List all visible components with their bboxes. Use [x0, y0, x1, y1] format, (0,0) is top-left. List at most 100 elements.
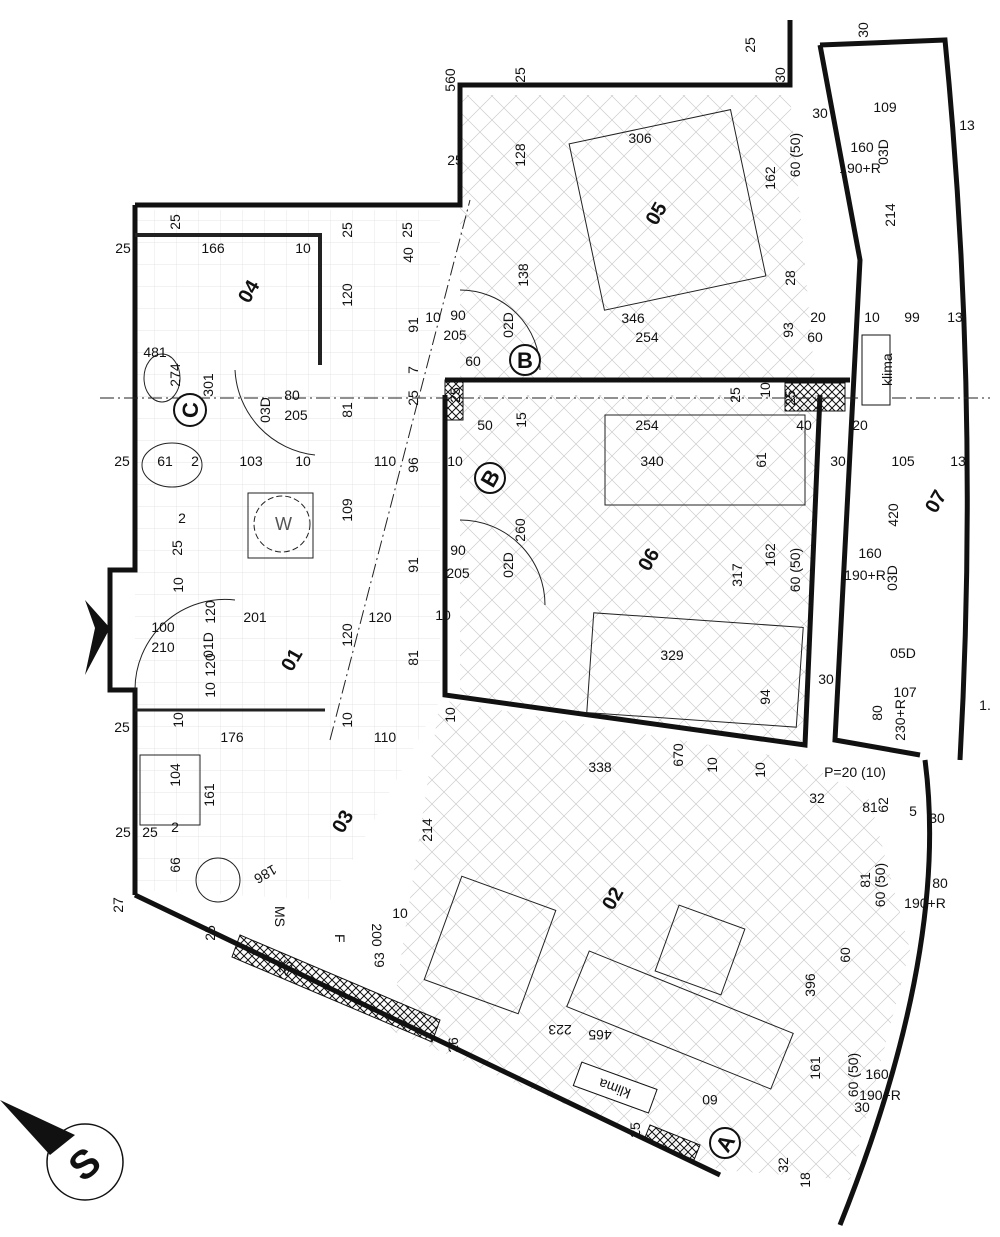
- stove: [139, 754, 201, 826]
- dimension-label: 465: [588, 1027, 612, 1043]
- bed-06-top: [604, 414, 806, 506]
- dimension-label: 120: [202, 600, 218, 624]
- balcony-07-inner: [817, 44, 921, 758]
- dimension-label: 93: [780, 322, 796, 338]
- dimension-label: 205: [446, 565, 470, 581]
- dimension-label: 301: [200, 373, 216, 397]
- dimension-label: 30: [812, 105, 828, 121]
- dimension-label: 254: [635, 329, 659, 345]
- dimension-label: 03D: [884, 565, 900, 591]
- dimension-label: 25: [202, 925, 218, 941]
- dimension-label: 60: [837, 947, 853, 963]
- door-swing-06: [459, 519, 546, 606]
- dimension-label: 214: [419, 818, 435, 842]
- dimension-label: 40: [796, 417, 812, 433]
- dimension-label: 40: [400, 247, 416, 263]
- room-label-07: 07: [921, 487, 951, 517]
- wall-bathroom: [135, 233, 322, 365]
- dimension-label: 81: [857, 872, 873, 888]
- dimension-label: 10: [447, 453, 463, 469]
- axis-line-2: [329, 199, 471, 741]
- dimension-label: 60 (50): [787, 133, 803, 177]
- dining-table: [423, 875, 557, 1015]
- dimension-label: 260: [512, 518, 528, 542]
- dimension-label: 25: [405, 390, 421, 406]
- dimension-label: 30: [830, 453, 846, 469]
- column-2: [784, 382, 846, 412]
- dimension-label: 81: [862, 799, 878, 815]
- dimension-label: 109: [873, 99, 897, 115]
- dimension-label: 162: [762, 166, 778, 190]
- section-marker-b-mid: B: [474, 462, 506, 494]
- dimension-label: 2: [171, 819, 179, 835]
- dimension-label: 346: [621, 310, 645, 326]
- section-marker-b-top: B: [509, 344, 541, 376]
- dimension-label: 90: [450, 307, 466, 323]
- dimension-label: 10: [704, 757, 720, 773]
- sofa: [566, 950, 794, 1090]
- dimension-label: 274: [167, 363, 183, 387]
- dimension-label: 338: [588, 759, 612, 775]
- dimension-label: 10: [752, 762, 768, 778]
- wall-top-left: [135, 20, 793, 208]
- dimension-label: 10: [295, 240, 311, 256]
- dimension-label: 80: [932, 875, 948, 891]
- dimension-label: 160: [865, 1066, 889, 1082]
- dimension-label: 13: [947, 309, 963, 325]
- dimension-label: 25: [447, 152, 463, 168]
- dimension-label: 25: [627, 1122, 643, 1138]
- floor-living-02: [390, 700, 910, 1180]
- marker-letter: C: [178, 402, 203, 418]
- dimension-label: 560: [442, 68, 458, 92]
- dimension-label: 166: [201, 240, 225, 256]
- dimension-label: 110: [374, 729, 397, 745]
- dimension-label: 32: [775, 1157, 791, 1173]
- dimension-label: 25: [167, 214, 183, 230]
- dimension-label: 10: [442, 707, 458, 723]
- dimension-label: 25: [512, 67, 528, 83]
- dimension-label: 25: [727, 387, 743, 403]
- dimension-label: 205: [284, 407, 308, 423]
- dimension-label: 60 (50): [872, 863, 888, 907]
- dimension-label: 190+R: [844, 567, 886, 583]
- dimension-label: 10: [339, 712, 355, 728]
- dimension-label: 1.: [979, 697, 991, 713]
- dimension-label: 25: [447, 387, 463, 403]
- klima-box-bottom: [572, 1061, 658, 1114]
- dimension-label: 27: [110, 897, 126, 913]
- toilet-icon: [141, 442, 203, 488]
- orientation-arrow-icon: [0, 1100, 75, 1155]
- dimension-label: 60: [807, 329, 823, 345]
- dimension-label: 200: [369, 923, 385, 947]
- dimension-label: 161: [807, 1056, 823, 1080]
- dimension-label: 201: [243, 609, 267, 625]
- entrance-arrow-icon: [85, 600, 110, 675]
- dimension-label: 120: [368, 609, 392, 625]
- dimension-label: 317: [729, 563, 745, 587]
- dimension-label: 25: [115, 240, 131, 256]
- orientation-symbol: S: [0, 1100, 124, 1201]
- orientation-letter: S: [61, 1139, 110, 1190]
- dimension-label: 138: [515, 263, 531, 287]
- dimension-label: 120: [202, 653, 218, 677]
- floor-bedroom-06: [460, 395, 820, 745]
- dimension-label: 63: [371, 952, 387, 968]
- dimension-label: 02D: [500, 552, 516, 578]
- f-label: F: [332, 934, 348, 943]
- dimension-label: 420: [885, 503, 901, 527]
- dimension-label: 25: [399, 222, 415, 238]
- dimension-label: 210: [151, 639, 175, 655]
- dimension-label: 25: [339, 222, 355, 238]
- dimension-label: 05D: [890, 645, 916, 661]
- dimension-label: 10: [864, 309, 880, 325]
- bed-06-bottom: [586, 612, 804, 728]
- dimension-label: 30: [929, 810, 945, 826]
- wall-left: [107, 205, 138, 895]
- dimension-label: 5: [909, 803, 917, 819]
- dimension-label: 104: [167, 763, 183, 787]
- klima-label-top: klima: [879, 353, 895, 386]
- floor-bedroom-05: [460, 95, 815, 380]
- dimension-label: 190+R: [839, 160, 881, 176]
- floor-hall: [135, 210, 440, 900]
